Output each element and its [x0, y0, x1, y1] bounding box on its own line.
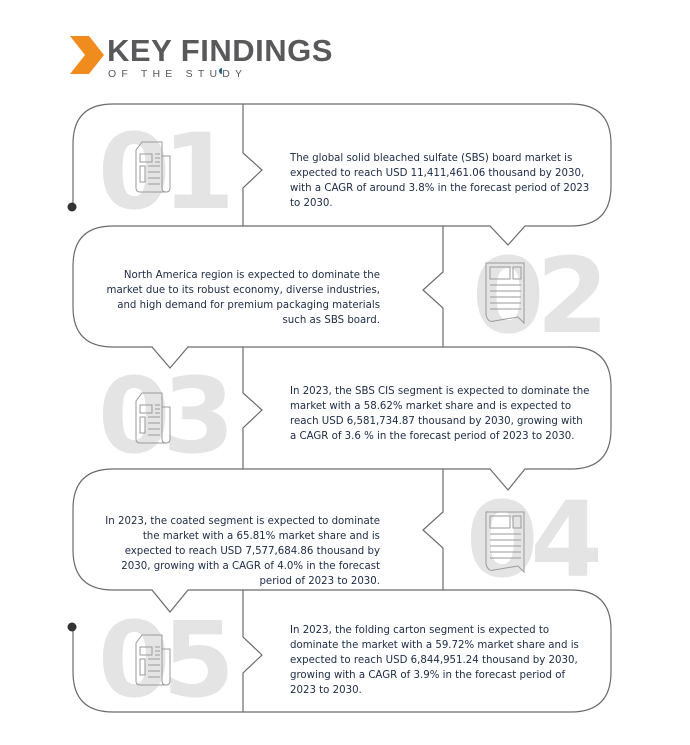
half-circle-dot-icon	[219, 68, 222, 74]
finding-number-3: 03	[98, 355, 235, 477]
newspaper-icon	[485, 262, 525, 325]
divider-1	[242, 104, 263, 226]
finding-number-4: 04	[466, 479, 603, 601]
page-subtitle: OF THE STUDY	[108, 68, 248, 80]
finding-number-5: 05	[98, 599, 235, 721]
finding-text-4: In 2023, the coated segment is expected …	[105, 516, 380, 587]
serpentine-border	[72, 103, 612, 713]
newspaper-icon	[485, 511, 525, 574]
newspaper-icon	[135, 634, 171, 686]
timeline-end-dot	[67, 622, 77, 632]
newspaper-icon	[135, 141, 171, 193]
divider-2	[422, 226, 444, 347]
finding-text-5: In 2023, the folding carton segment is e…	[290, 625, 579, 696]
newspaper-icon	[135, 392, 171, 444]
divider-4	[422, 469, 444, 590]
finding-number-2: 02	[472, 235, 609, 357]
finding-text-2: North America region is expected to domi…	[106, 270, 380, 326]
timeline-start-dot	[67, 202, 77, 212]
finding-text-1: The global solid bleached sulfate (SBS) …	[290, 153, 590, 209]
divider-3	[242, 347, 263, 469]
finding-text-3: In 2023, the SBS CIS segment is expected…	[290, 386, 590, 442]
finding-number-1: 01	[98, 111, 235, 233]
page-title: KEY FINDINGS	[107, 33, 333, 68]
divider-5	[242, 590, 263, 712]
chevron-logo-icon	[70, 36, 104, 74]
